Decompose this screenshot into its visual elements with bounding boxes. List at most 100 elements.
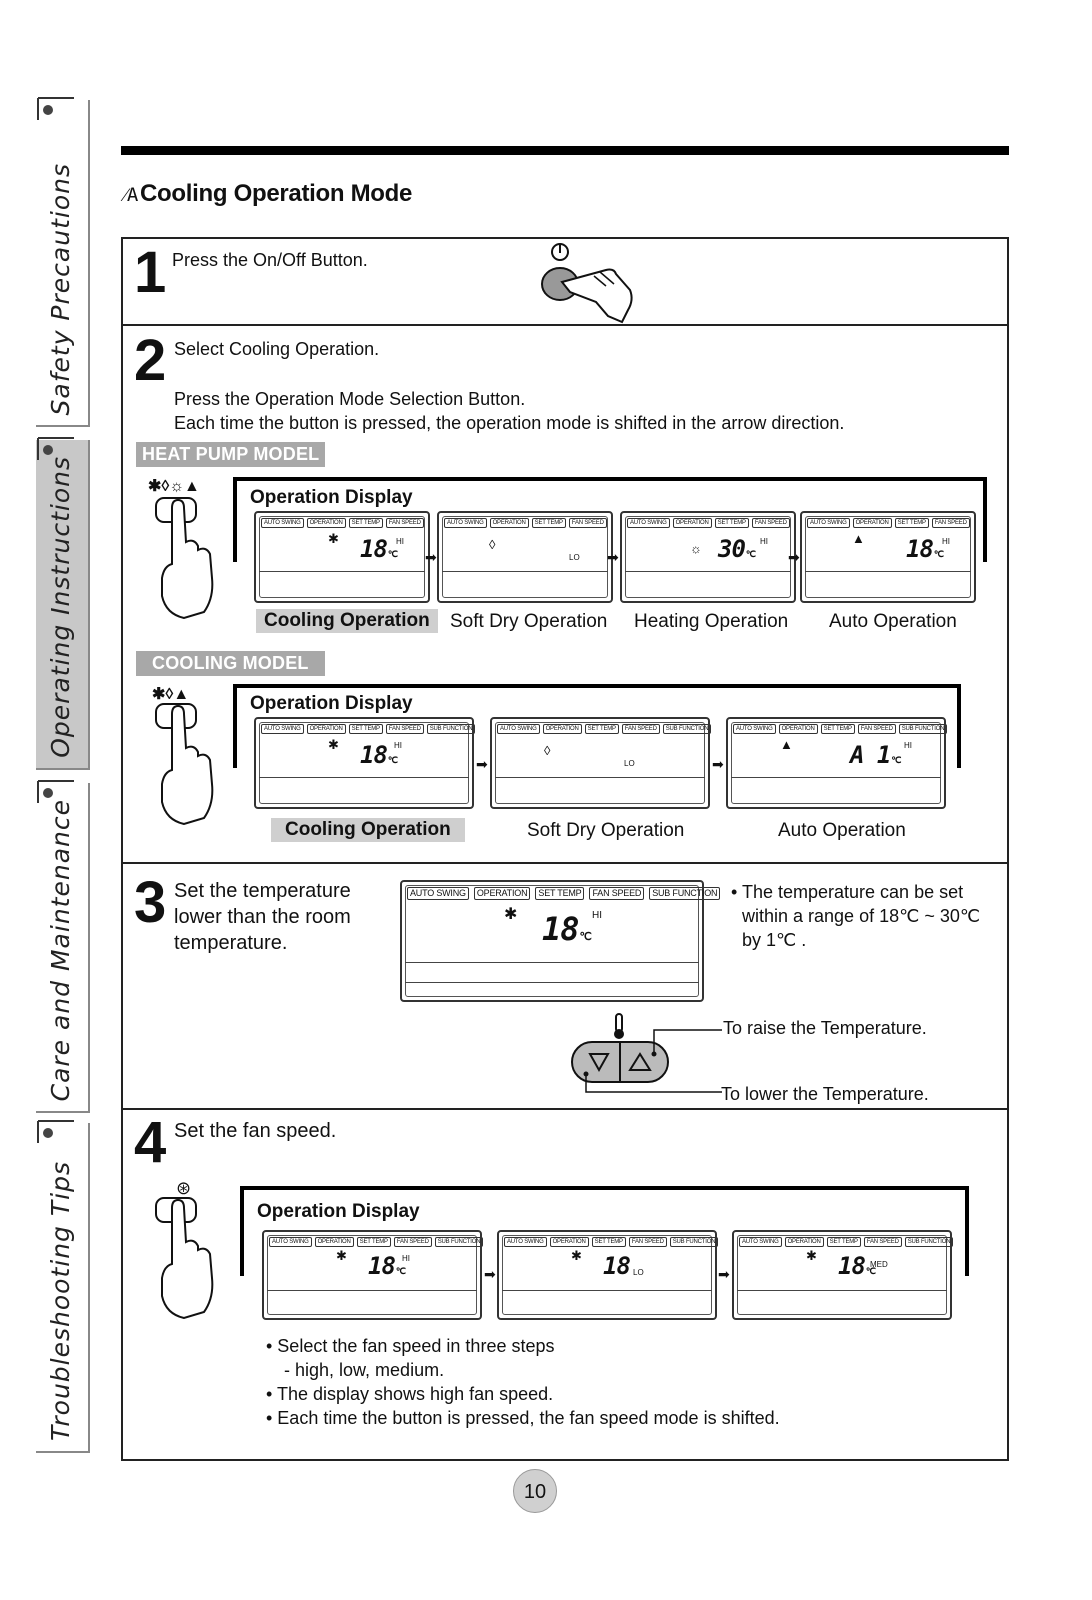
side-tab-label: Troubleshooting Tips xyxy=(46,1161,75,1441)
cool-icon: ✱ xyxy=(336,1248,347,1263)
fan-hi-indicator: HI xyxy=(396,537,404,546)
power-button-hand-icon xyxy=(541,243,633,324)
cool-icon: ✱ xyxy=(806,1248,817,1263)
lcd-temp: 18℃ xyxy=(360,535,398,563)
fan-button-hand-icon xyxy=(155,1197,214,1320)
arrow-right-icon: ➡ xyxy=(484,1266,496,1282)
step-text: lower than the room xyxy=(174,906,351,928)
mode-button-hand-icon xyxy=(155,703,214,826)
raise-temperature-label: To raise the Temperature. xyxy=(723,1018,927,1038)
lcd-label: SUB FUNCTION xyxy=(426,724,476,734)
side-tab-care-and-maintenance[interactable]: Care and Maintenance xyxy=(36,780,90,1113)
arrow-right-icon: ➡ xyxy=(788,549,800,565)
lcd-labels: AUTO SWING OPERATION SET TEMP FAN SPEED xyxy=(807,518,970,528)
lcd-label: FAN SPEED xyxy=(385,518,424,528)
dry-icon: ◊ xyxy=(489,537,496,552)
lcd-inner xyxy=(625,516,791,598)
lcd-inner xyxy=(737,1235,947,1315)
lcd-labels: AUTO SWING OPERATION SET TEMP FAN SPEED xyxy=(444,518,607,528)
lcd-label: AUTO SWING xyxy=(497,724,540,734)
tab-marker-icon xyxy=(37,1120,74,1143)
tab-marker-icon xyxy=(37,97,74,120)
fan-med-indicator: MED xyxy=(870,1260,888,1269)
lcd-label: AUTO SWING xyxy=(261,518,304,528)
lcd-temp: A 1℃ xyxy=(850,741,901,769)
frame-left-line xyxy=(240,1186,244,1276)
step-number: 3 xyxy=(134,870,167,935)
lcd-labels: AUTO SWING OPERATION SET TEMP FAN SPEED … xyxy=(733,724,948,734)
lcd-label: SET TEMP xyxy=(348,724,383,734)
lcd-line xyxy=(805,571,971,572)
lcd-line xyxy=(502,1290,712,1291)
fan-lo-indicator: LO xyxy=(569,553,580,562)
step-text: Select Cooling Operation. xyxy=(174,339,380,359)
cool-icon: ✱ xyxy=(571,1248,582,1263)
lcd-temp-value: 18 xyxy=(603,1252,631,1280)
fan-hi-indicator: HI xyxy=(592,910,602,921)
lcd-deg: ℃ xyxy=(387,756,398,766)
lcd-temp: 18 xyxy=(603,1252,631,1280)
step-text: Set the fan speed. xyxy=(174,1120,337,1142)
caption-heating-operation: Heating Operation xyxy=(634,611,789,632)
temperature-note: by 1℃ . xyxy=(742,930,807,950)
caption-cooling-operation: Cooling Operation xyxy=(256,609,438,633)
lcd-label: SUB FUNCTION xyxy=(434,1237,484,1247)
side-tab-operating-instructions[interactable]: Operating Instructions xyxy=(36,437,90,770)
lcd-deg: ℃ xyxy=(387,550,398,560)
lcd-label: AUTO SWING xyxy=(807,518,850,528)
fan-speed-note: • The display shows high fan speed. xyxy=(266,1384,554,1404)
cooling-model-badge: COOLING MODEL xyxy=(136,651,325,676)
lcd-label: SET TEMP xyxy=(348,518,383,528)
lcd-label: AUTO SWING xyxy=(444,518,487,528)
lcd-temp: 18℃ xyxy=(542,910,592,948)
lcd-label: OPERATION xyxy=(542,724,582,734)
lcd-soft-dry: AUTO SWING OPERATION SET TEMP FAN SPEED … xyxy=(437,511,613,603)
operation-display-title: Operation Display xyxy=(250,693,413,714)
lcd-auto: AUTO SWING OPERATION SET TEMP FAN SPEED … xyxy=(800,511,976,603)
lcd-label: OPERATION xyxy=(778,724,818,734)
lcd-deg: ℃ xyxy=(579,930,592,943)
lcd-labels: AUTO SWING OPERATION SET TEMP FAN SPEED xyxy=(627,518,790,528)
lcd-deg: ℃ xyxy=(745,550,756,560)
mode-icons: ✱◊☼▲ xyxy=(148,478,200,495)
lcd-temp: 18℃ xyxy=(368,1252,406,1280)
lcd-labels: AUTO SWING OPERATION SET TEMP FAN SPEED … xyxy=(269,1237,484,1247)
lcd-heating: AUTO SWING OPERATION SET TEMP FAN SPEED … xyxy=(620,511,796,603)
lcd-label: OPERATION xyxy=(852,518,892,528)
lcd-inner xyxy=(259,722,469,804)
lcd-label: FAN SPEED xyxy=(621,724,660,734)
lcd-label: SET TEMP xyxy=(714,518,749,528)
lcd-inner xyxy=(259,516,425,598)
row-divider xyxy=(121,1108,1009,1110)
lcd-label: FAN SPEED xyxy=(751,518,790,528)
cool-icon: ✱ xyxy=(328,531,339,546)
lcd-temp-value: 18 xyxy=(360,741,388,769)
lcd-label: OPERATION xyxy=(306,724,346,734)
fan-speed-note: • Select the fan speed in three steps xyxy=(266,1336,555,1356)
heat-icon: ☼ xyxy=(690,541,702,556)
side-tab-safety-precautions[interactable]: Safety Precautions xyxy=(36,97,90,427)
lcd-label: OPERATION xyxy=(549,1237,589,1247)
lcd-temp: 18℃ xyxy=(838,1252,876,1280)
operation-display-title: Operation Display xyxy=(257,1201,420,1222)
tab-marker-icon xyxy=(37,780,74,803)
lcd-labels: AUTO SWING OPERATION SET TEMP FAN SPEED … xyxy=(497,724,712,734)
temperature-note: within a range of 18℃ ~ 30℃ xyxy=(742,906,981,926)
top-rule xyxy=(121,146,1009,155)
lcd-label: FAN SPEED xyxy=(568,518,607,528)
frame-left-line xyxy=(233,684,237,768)
step-number: 4 xyxy=(134,1110,167,1175)
fan-hi-indicator: HI xyxy=(394,741,402,750)
lcd-line xyxy=(405,982,699,983)
side-tab-troubleshooting-tips[interactable]: Troubleshooting Tips xyxy=(36,1120,90,1453)
lcd-temp: 18℃ xyxy=(360,741,398,769)
lcd-label: OPERATION xyxy=(489,518,529,528)
auto-icon: ▲ xyxy=(852,531,865,546)
lcd-label: OPERATION xyxy=(672,518,712,528)
operation-display-frame xyxy=(233,684,961,768)
lcd-label: AUTO SWING xyxy=(739,1237,782,1247)
lcd-inner xyxy=(731,722,941,804)
lcd-label: OPERATION xyxy=(784,1237,824,1247)
lcd-label: FAN SPEED xyxy=(863,1237,902,1247)
lcd-inner xyxy=(805,516,971,598)
